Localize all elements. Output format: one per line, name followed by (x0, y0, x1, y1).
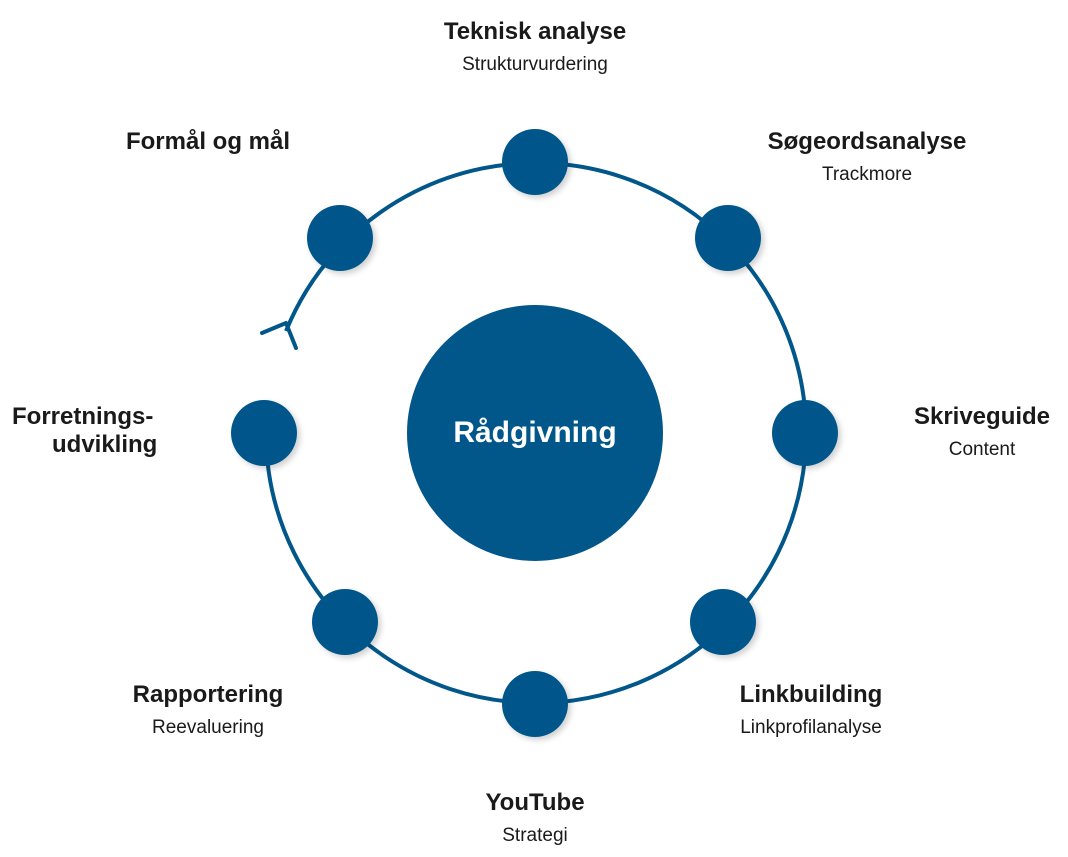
label-skriveguide: Skriveguide Content (872, 403, 1068, 460)
center-label: Rådgivning (453, 416, 617, 449)
label-forretningsudvikling: Forretnings- udvikling (12, 403, 212, 458)
step-title: YouTube (485, 789, 585, 816)
label-linkbuilding: Linkbuilding Linkprofilanalyse (661, 681, 961, 738)
node-youtube (502, 671, 568, 737)
step-title: Skriveguide (913, 403, 1051, 430)
label-formaal-og-maal: Formål og mål (98, 128, 318, 156)
center-circle (407, 305, 663, 561)
step-subtitle: Strategi (502, 824, 568, 846)
step-subtitle: Reevaluering (152, 716, 264, 738)
node-soegeordsanalyse (695, 205, 761, 271)
label-teknisk-analyse: Teknisk analyse Strukturvurdering (385, 18, 685, 75)
step-subtitle: Strukturvurdering (462, 53, 608, 75)
label-rapportering: Rapportering Reevaluering (58, 681, 358, 738)
node-forretningsudvikling (231, 400, 297, 466)
step-title: Teknisk analyse (443, 18, 627, 45)
cycle-arrow-head (260, 321, 298, 350)
label-soegeordsanalyse: Søgeordsanalyse Trackmore (717, 128, 1017, 185)
step-title-line2: udvikling (52, 430, 158, 458)
step-title: Formål og mål (125, 128, 291, 155)
step-title: Rapportering (132, 681, 284, 708)
node-teknisk-analyse (502, 129, 568, 195)
step-title: Linkbuilding (739, 681, 883, 708)
label-youtube: YouTube Strategi (385, 789, 685, 846)
node-rapportering (312, 589, 378, 655)
node-formaal-og-maal (307, 205, 373, 271)
cycle-ring (264, 161, 808, 705)
step-subtitle: Content (948, 438, 1016, 460)
step-title: Søgeordsanalyse (767, 128, 967, 155)
step-title-line1: Forretnings- (12, 403, 154, 430)
step-subtitle: Trackmore (821, 163, 913, 185)
node-skriveguide (772, 400, 838, 466)
step-subtitle: Linkprofilanalyse (740, 716, 882, 738)
node-linkbuilding (690, 589, 756, 655)
